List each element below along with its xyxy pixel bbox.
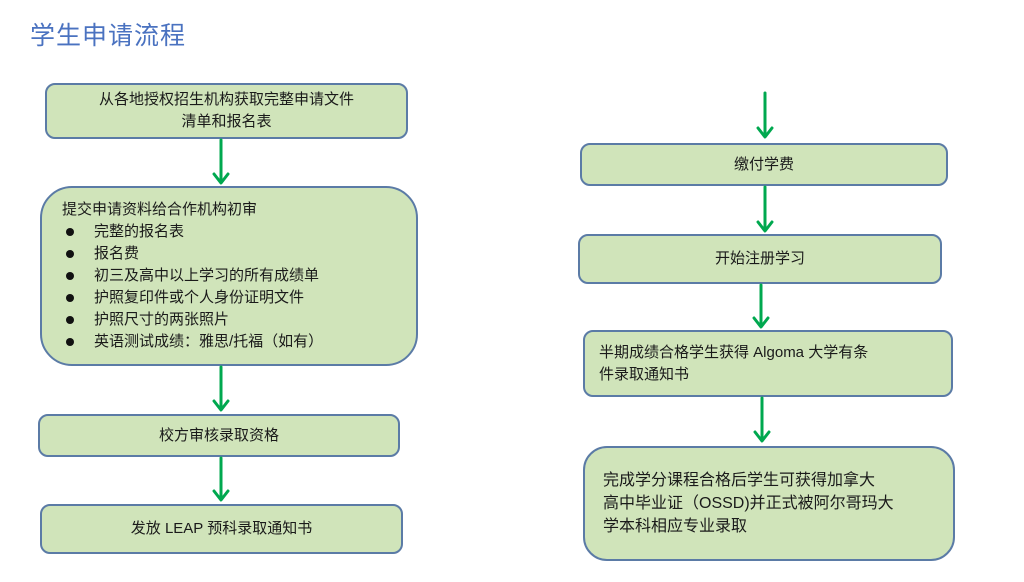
list-item: 护照尺寸的两张照片 xyxy=(62,309,416,331)
step-submit-documents: 提交申请资料给合作机构初审 完整的报名表 报名费 初三及高中以上学习的所有成绩单… xyxy=(40,186,418,366)
step-text: 清单和报名表 xyxy=(181,113,272,130)
step-text: 开始注册学习 xyxy=(714,250,805,267)
arrow-down-icon xyxy=(753,396,771,443)
step-school-review: 校方审核录取资格 xyxy=(38,414,400,457)
list-item: 英语测试成绩：雅思/托福（如有） xyxy=(62,331,416,353)
step-issue-offer: 发放 LEAP 预科录取通知书 xyxy=(40,504,403,554)
step-text: 校方审核录取资格 xyxy=(158,426,279,444)
step-start-study: 开始注册学习 xyxy=(578,234,942,284)
step-text: 完成学分课程合格后学生可获得加拿大 xyxy=(603,472,876,489)
step-get-application-files: 从各地授权招生机构获取完整申请文件 清单和报名表 xyxy=(45,83,408,139)
step-text: 件录取通知书 xyxy=(599,365,690,383)
page-title: 学生申请流程 xyxy=(30,22,187,50)
arrow-down-icon xyxy=(756,91,774,139)
list-item: 完整的报名表 xyxy=(62,221,416,243)
arrow-down-icon xyxy=(752,283,770,329)
list-item: 护照复印件或个人身份证明文件 xyxy=(62,287,416,309)
arrow-down-icon xyxy=(212,365,230,412)
step-conditional-offer: 半期成绩合格学生获得 Algoma 大学有条 件录取通知书 xyxy=(583,330,953,397)
step-text: 高中毕业证（OSSD)并正式被阿尔哥玛大 xyxy=(603,495,894,512)
arrow-down-icon xyxy=(756,185,774,233)
step-text: 发放 LEAP 预科录取通知书 xyxy=(130,520,313,537)
arrow-down-icon xyxy=(212,456,230,502)
step-text: 半期成绩合格学生获得 Algoma 大学有条 xyxy=(599,343,869,361)
step-pay-tuition: 缴付学费 xyxy=(580,143,948,186)
list-item: 报名费 xyxy=(62,243,416,265)
step-text: 从各地授权招生机构获取完整申请文件 xyxy=(98,91,354,108)
arrow-down-icon xyxy=(212,138,230,185)
step-text: 缴付学费 xyxy=(733,155,794,173)
list-item: 初三及高中以上学习的所有成绩单 xyxy=(62,265,416,287)
document-list: 完整的报名表 报名费 初三及高中以上学习的所有成绩单 护照复印件或个人身份证明文… xyxy=(62,221,416,353)
step-text: 学本科相应专业录取 xyxy=(603,518,748,535)
step-graduation: 完成学分课程合格后学生可获得加拿大 高中毕业证（OSSD)并正式被阿尔哥玛大 学… xyxy=(583,446,955,561)
step-heading: 提交申请资料给合作机构初审 xyxy=(62,201,258,218)
